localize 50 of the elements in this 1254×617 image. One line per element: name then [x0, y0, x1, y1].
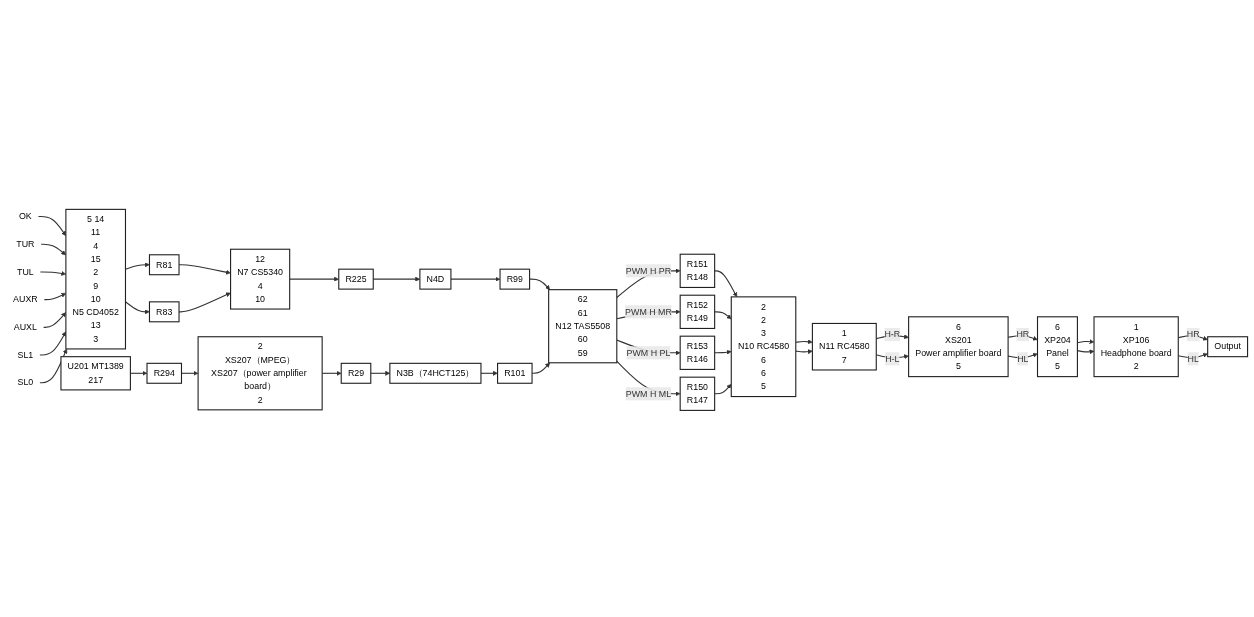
node-box: R151 R148 — [679, 253, 716, 288]
node-box: 1 XP106 Headphone board 2 — [1093, 316, 1179, 378]
edge-label: PWM H ML — [625, 388, 672, 399]
arrow — [714, 383, 732, 395]
edge-label: HL — [1187, 353, 1199, 364]
node-box: R81 — [148, 254, 180, 276]
edge-label: H-R — [884, 329, 901, 339]
node-box: 1 N11 RC4580 7 — [811, 322, 877, 371]
arrow — [289, 276, 339, 282]
node-box: R225 — [338, 268, 374, 290]
node-box: 6 XP204 Panel 5 — [1036, 316, 1078, 378]
arrow — [714, 311, 732, 320]
edge-label: HR — [1016, 329, 1030, 339]
node-box: 62 61 N12 TAS5508 60 59 — [548, 289, 618, 364]
node-box: R99 — [499, 268, 531, 290]
node-box: 2 2 3 N10 RC4580 6 6 5 — [730, 296, 797, 398]
arrow — [714, 270, 738, 298]
node-box: 2 XS207（MPEG） XS207（power amplifier board） 2 — [197, 336, 323, 411]
edge-label: PWM H PL — [626, 347, 671, 358]
node-box: N4D — [419, 268, 452, 290]
node-box: R101 — [497, 362, 533, 384]
node-box: R152 R149 — [679, 294, 716, 329]
edge-label: HL — [1017, 353, 1029, 364]
node-text: AUXL — [13, 322, 37, 332]
node-box: 12 N7 CS5340 4 10 — [230, 248, 291, 310]
node-box: R294 — [146, 362, 183, 384]
edge-label: H-L — [885, 353, 900, 364]
node-box: R153 R146 — [679, 335, 716, 370]
node-text: SL0 — [17, 377, 34, 388]
node-box: R83 — [148, 301, 180, 323]
node-box: U201 MT1389 217 — [60, 356, 131, 391]
node-box: 5 14 11 4 15 2 9 10 N5 CD4052 13 3 — [65, 208, 127, 350]
node-box: R29 — [340, 362, 372, 384]
arrow — [529, 278, 551, 290]
node-box: N3B（74HCT125） — [389, 362, 482, 384]
edge-label: PWM H PR — [625, 265, 672, 276]
arrow — [450, 276, 501, 282]
arrow — [714, 349, 732, 355]
node-text: TUL — [17, 266, 34, 277]
node-box: Output — [1207, 336, 1249, 358]
node-text: OK — [18, 211, 32, 221]
node-text: SL1 — [17, 350, 34, 360]
arrow — [795, 349, 813, 355]
edge-label: HR — [1186, 329, 1200, 340]
node-text: AUXR — [13, 294, 38, 305]
edge-label: PWM H MR — [625, 306, 672, 317]
arrow — [795, 339, 813, 345]
node-box: R150 R147 — [679, 376, 716, 411]
node-text: TUR — [16, 239, 35, 249]
node-box: 6 XS201 Power amplifier board 5 — [908, 316, 1009, 378]
